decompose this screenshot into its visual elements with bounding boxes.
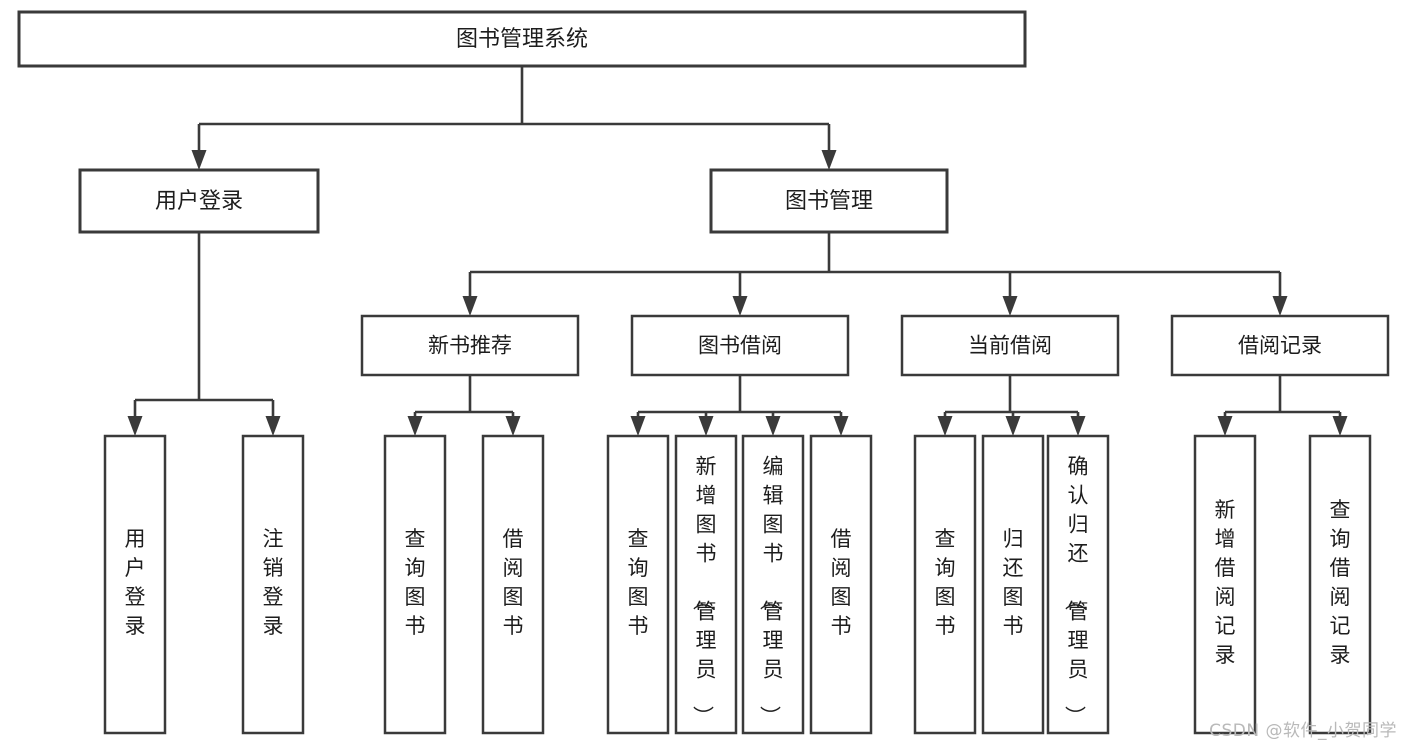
leaf-借阅图书-811-label: 借阅图书	[831, 527, 852, 638]
node-l2-用户登录[interactable]: 用户登录	[78, 168, 320, 234]
leaf-用户登录-105-label: 用户登录	[125, 527, 146, 638]
node-root-图书管理系统-label: 图书管理系统	[456, 27, 588, 52]
leaf-归还图书-983-box	[981, 434, 1045, 735]
arrow-head-icon	[732, 296, 748, 316]
arrow-head-icon	[1217, 416, 1233, 436]
leaf-查询借阅记录-1310-box	[1308, 434, 1372, 735]
arrow-head-icon	[191, 150, 207, 170]
arrow-head-icon	[1002, 296, 1018, 316]
node-l3-图书借阅-box	[630, 314, 850, 377]
leaf-借阅图书-811-box	[809, 434, 873, 735]
arrow-head-icon	[937, 416, 953, 436]
connector-layer	[127, 66, 1348, 436]
node-l2-图书管理[interactable]: 图书管理	[709, 168, 949, 234]
leaf-新增图书管理员-676-label: 新增图书（管理员）	[691, 455, 717, 727]
node-l3-新书推荐[interactable]: 新书推荐	[360, 314, 580, 377]
node-l3-图书借阅-label: 图书借阅	[698, 334, 782, 358]
arrow-head-icon	[1272, 296, 1288, 316]
arrow-head-icon	[821, 150, 837, 170]
node-l3-借阅记录-label: 借阅记录	[1238, 334, 1322, 358]
arrow-head-icon	[127, 416, 143, 436]
leaf-新增图书管理员-676-box	[674, 434, 738, 735]
node-l3-新书推荐-box	[360, 314, 580, 377]
leaf-查询图书-608-box	[606, 434, 670, 735]
node-l3-借阅记录[interactable]: 借阅记录	[1170, 314, 1390, 377]
leaf-查询图书-608[interactable]: 查询图书	[606, 434, 670, 735]
leaf-编辑图书管理员-743-box	[741, 434, 805, 735]
arrow-head-icon	[833, 416, 849, 436]
leaf-查询图书-915-box	[913, 434, 977, 735]
leaf-新增借阅记录-1195-label: 新增借阅记录	[1215, 498, 1236, 667]
leaf-注销登录-243-box	[241, 434, 305, 735]
arrow-head-icon	[1005, 416, 1021, 436]
leaf-查询图书-385-label: 查询图书	[405, 527, 426, 638]
node-l3-当前借阅-label: 当前借阅	[968, 334, 1052, 358]
node-l2-图书管理-label: 图书管理	[785, 189, 873, 214]
leaf-归还图书-983[interactable]: 归还图书	[981, 434, 1045, 735]
node-l3-当前借阅-box	[900, 314, 1120, 377]
leaf-确认归还管理员-1048-box	[1046, 434, 1110, 735]
leaf-借阅图书-483[interactable]: 借阅图书	[481, 434, 545, 735]
leaf-查询图书-385[interactable]: 查询图书	[383, 434, 447, 735]
node-l3-图书借阅[interactable]: 图书借阅	[630, 314, 850, 377]
leaf-新增借阅记录-1195-box	[1193, 434, 1257, 735]
leaf-归还图书-983-label: 归还图书	[1003, 527, 1024, 638]
leaf-用户登录-105[interactable]: 用户登录	[103, 434, 167, 735]
node-layer: 图书管理系统用户登录图书管理用户登录注销登录新书推荐查询图书借阅图书图书借阅查询…	[17, 10, 1390, 735]
leaf-新增借阅记录-1195[interactable]: 新增借阅记录	[1193, 434, 1257, 735]
leaf-确认归还管理员-1048[interactable]: 确认归还（管理员）	[1046, 434, 1110, 735]
node-root-图书管理系统[interactable]: 图书管理系统	[17, 10, 1027, 68]
arrow-head-icon	[462, 296, 478, 316]
leaf-注销登录-243[interactable]: 注销登录	[241, 434, 305, 735]
leaf-借阅图书-483-box	[481, 434, 545, 735]
leaf-新增图书管理员-676[interactable]: 新增图书（管理员）	[674, 434, 738, 735]
node-l3-借阅记录-box	[1170, 314, 1390, 377]
arrow-head-icon	[698, 416, 714, 436]
arrow-head-icon	[265, 416, 281, 436]
leaf-查询借阅记录-1310[interactable]: 查询借阅记录	[1308, 434, 1372, 735]
arrow-head-icon	[1070, 416, 1086, 436]
node-l2-用户登录-label: 用户登录	[155, 189, 243, 214]
leaf-用户登录-105-box	[103, 434, 167, 735]
node-root-图书管理系统-box	[17, 10, 1027, 68]
node-l2-图书管理-box	[709, 168, 949, 234]
arrow-head-icon	[505, 416, 521, 436]
arrow-head-icon	[630, 416, 646, 436]
node-l3-当前借阅[interactable]: 当前借阅	[900, 314, 1120, 377]
arrow-head-icon	[1332, 416, 1348, 436]
leaf-查询图书-915[interactable]: 查询图书	[913, 434, 977, 735]
node-l2-用户登录-box	[78, 168, 320, 234]
leaf-编辑图书管理员-743-label: 编辑图书（管理员）	[758, 455, 784, 727]
leaf-借阅图书-483-label: 借阅图书	[503, 527, 524, 638]
leaf-确认归还管理员-1048-label: 确认归还（管理员）	[1063, 455, 1089, 727]
arrow-head-icon	[407, 416, 423, 436]
leaf-借阅图书-811[interactable]: 借阅图书	[809, 434, 873, 735]
leaf-查询图书-385-box	[383, 434, 447, 735]
arrow-head-icon	[765, 416, 781, 436]
node-l3-新书推荐-label: 新书推荐	[428, 334, 512, 358]
leaf-注销登录-243-label: 注销登录	[263, 527, 284, 638]
leaf-编辑图书管理员-743[interactable]: 编辑图书（管理员）	[741, 434, 805, 735]
leaf-查询图书-608-label: 查询图书	[628, 527, 649, 638]
leaf-查询借阅记录-1310-label: 查询借阅记录	[1330, 498, 1351, 667]
leaf-查询图书-915-label: 查询图书	[935, 527, 956, 638]
